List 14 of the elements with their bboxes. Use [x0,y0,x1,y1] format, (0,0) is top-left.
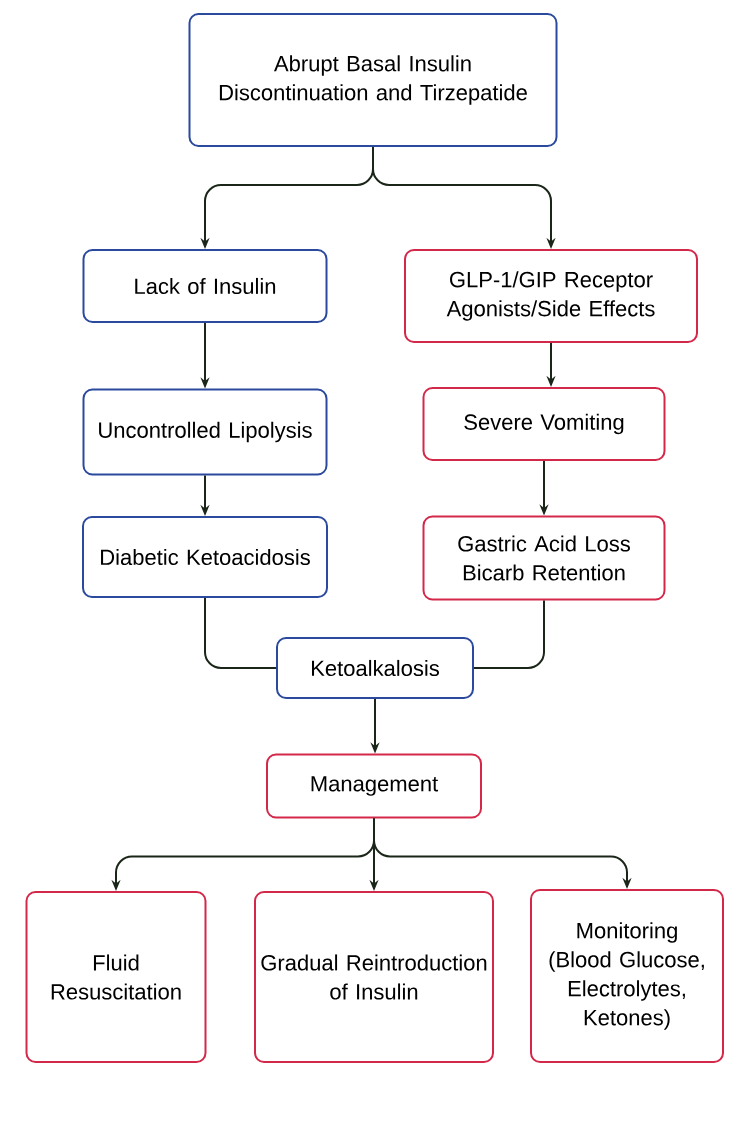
process-box: Abrupt Basal Insulin Discontinuation and Tirzepatide [188,13,558,147]
process-box: Management [266,753,482,819]
process-box: Fluid Resuscitation [25,891,207,1063]
connector-line [204,597,277,669]
process-box: Gastric Acid Loss Bicarb Retention [422,515,666,601]
process-box: Lack of Insulin [82,249,328,323]
process-box: Uncontrolled Lipolysis [82,388,328,476]
process-box: GLP-1/GIP Receptor Agonists/Side Effects [404,249,698,343]
process-box: Ketoalkalosis [276,637,474,699]
process-box: Severe Vomiting [422,387,666,461]
process-box: Monitoring (Blood Glucose, Electrolytes, Ketones) [530,889,724,1063]
connector-line [473,599,545,669]
process-box: Gradual Reintroduction of Insulin [254,891,494,1063]
process-box: Diabetic Ketoacidosis [82,516,328,598]
